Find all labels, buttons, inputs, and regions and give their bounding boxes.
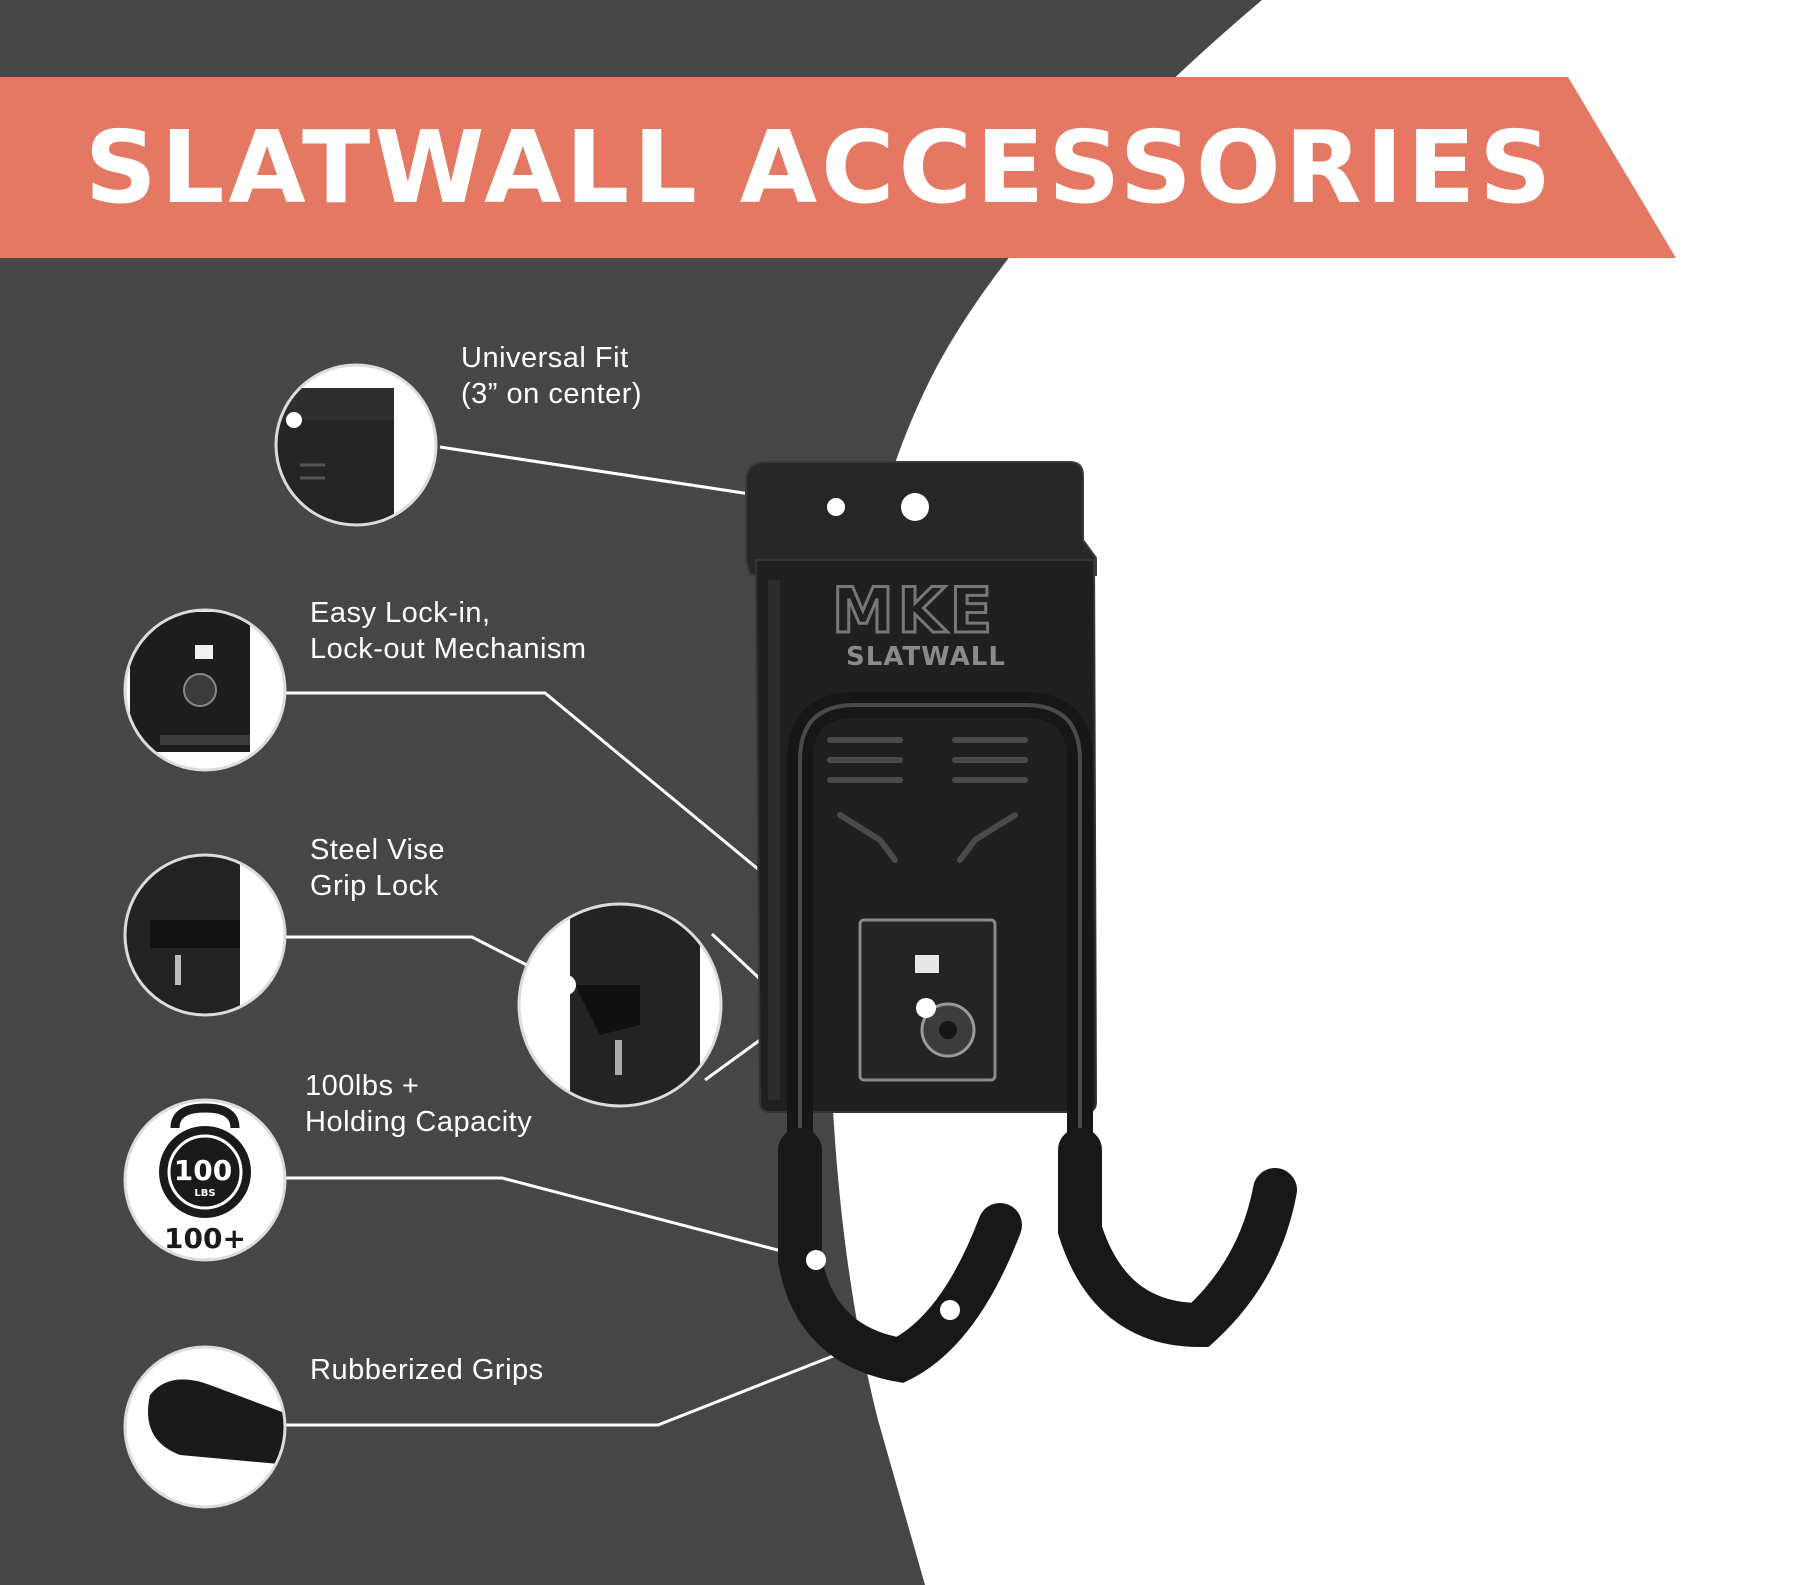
feature-label-capacity: 100lbs + Holding Capacity (305, 1068, 532, 1140)
plate-highlight (768, 580, 780, 1100)
right-rubber-grip (1058, 1128, 1297, 1348)
detail-lock-mechanism (123, 608, 287, 772)
badge-caption: 100+ (164, 1222, 246, 1255)
detail-vise-grip-zoom (517, 902, 723, 1108)
badge-weight-value: 100 (174, 1154, 232, 1187)
feature-label-universal-fit: Universal Fit (3” on center) (461, 340, 642, 412)
feature-line-1: Easy Lock-in, (310, 597, 491, 629)
zoom-connector-top (710, 932, 762, 981)
slatwall-hook-product: MKE SLATWALL (745, 461, 1297, 1383)
page-title: SLATWALL ACCESSORIES (84, 109, 1556, 226)
lock-marker-dot (916, 998, 936, 1018)
kettlebell-icon (170, 1103, 240, 1129)
capacity-marker-dot (806, 1250, 826, 1270)
embossed-ribs (827, 737, 1028, 863)
brand-subtitle: SLATWALL (846, 642, 1006, 672)
zoom-connector-bottom (704, 1038, 761, 1082)
feature-line-2: Holding Capacity (305, 1106, 533, 1138)
hook-wire-highlight (798, 703, 1082, 1150)
brand-mark: MKE (832, 574, 996, 647)
feature-label-grips: Rubberized Grips (310, 1352, 544, 1388)
feature-label-lock-mechanism: Easy Lock-in, Lock-out Mechanism (310, 595, 587, 667)
feature-line-1: 100lbs + (305, 1070, 420, 1102)
flange-hole (901, 493, 929, 521)
feature-line-1: Steel Vise (310, 834, 446, 866)
detail-vise-grip (123, 853, 287, 1017)
feature-line-2: (3” on center) (461, 378, 643, 410)
feature-label-vise-grip: Steel Vise Grip Lock (310, 832, 445, 904)
grip-marker-dot (940, 1300, 960, 1320)
lock-window (915, 955, 939, 973)
badge-weight-unit: LBS (194, 1188, 215, 1199)
left-rubber-grip (778, 1128, 1022, 1383)
detail-capacity-badge: 100 LBS 100+ (123, 1098, 287, 1262)
feature-line-2: Lock-out Mechanism (310, 633, 587, 665)
feature-line-1: Universal Fit (461, 342, 629, 374)
detail-rubber-grip (123, 1345, 287, 1509)
vise-marker-dot (556, 975, 576, 995)
feature-line-1: Rubberized Grips (310, 1354, 544, 1386)
detail-universal-fit (274, 363, 438, 527)
flange-marker-dot (827, 498, 845, 516)
feature-line-2: Grip Lock (310, 870, 439, 902)
callout-line-capacity (285, 1176, 817, 1262)
title-banner (0, 77, 1676, 258)
lock-bolt-center (939, 1021, 957, 1039)
